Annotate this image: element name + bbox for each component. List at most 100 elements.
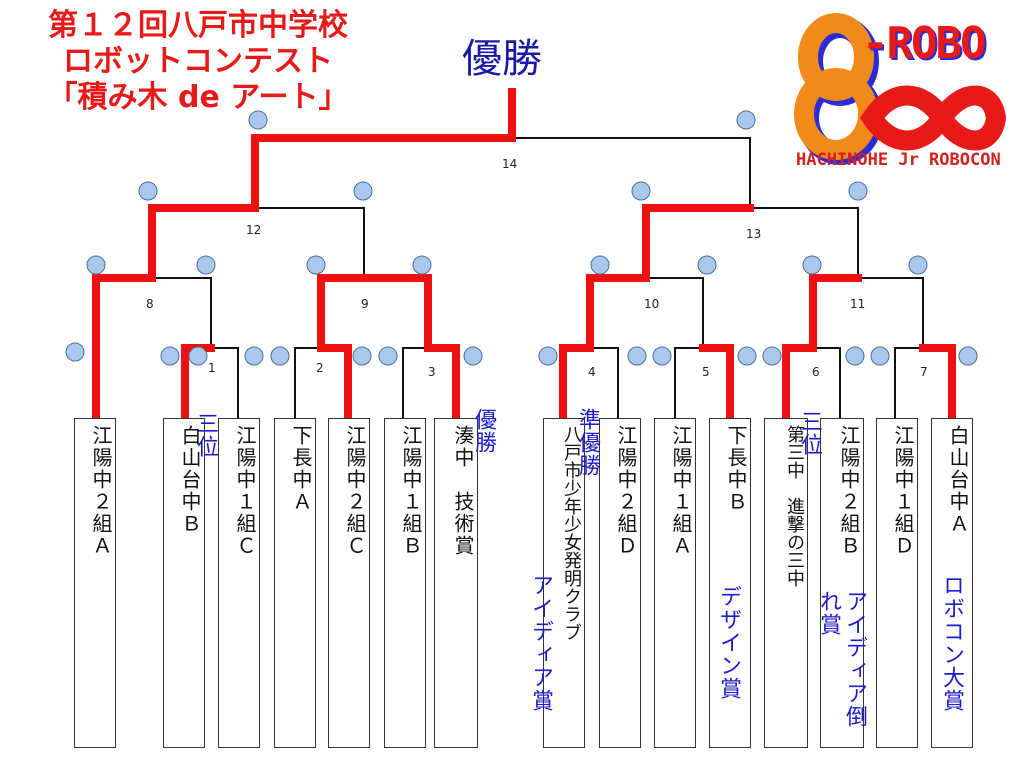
team-box: 八戸市少年少女発明クラブ — [543, 418, 585, 748]
team-box: 江陽中２組Ａ — [74, 418, 116, 748]
match-number: 8 — [146, 297, 154, 311]
award-idea: アイディア賞 — [528, 574, 553, 712]
team-box: 江陽中１組Ｂ — [384, 418, 426, 748]
winner-path-m13 — [642, 204, 754, 282]
slot-circle — [463, 346, 483, 366]
slot-circle — [412, 255, 432, 275]
winner-path-m9a — [317, 274, 368, 352]
slot-circle — [802, 255, 822, 275]
slot-circle — [870, 346, 890, 366]
winner-path-m4 — [559, 344, 594, 424]
team-box: 江陽中２組Ｃ — [328, 418, 370, 748]
match-number: 10 — [644, 297, 659, 311]
winner-path-m6 — [782, 344, 817, 424]
bracket-line-m7 — [894, 347, 953, 420]
bracket-line-m3 — [402, 347, 457, 420]
match-number: 2 — [316, 361, 324, 375]
slot-circle — [306, 255, 326, 275]
slot-circle — [958, 346, 978, 366]
match-number: 13 — [746, 227, 761, 241]
match-number: 5 — [702, 365, 710, 379]
team-name: 江陽中２組Ｂ — [837, 425, 861, 557]
winner-path-m12 — [148, 204, 259, 282]
team-box: 江陽中１組Ａ — [654, 418, 696, 748]
slot-circle — [652, 346, 672, 366]
match-number: 11 — [850, 297, 865, 311]
team-name: 江陽中２組Ｄ — [614, 425, 638, 557]
slot-circle — [538, 346, 558, 366]
winner-path-m8 — [92, 274, 156, 424]
team-box: 第三中 進撃の三中 — [764, 418, 808, 748]
slot-circle — [160, 346, 180, 366]
slot-circle — [378, 346, 398, 366]
match-number: 4 — [588, 365, 596, 379]
slot-circle — [590, 255, 610, 275]
champion-heading: 優勝 — [462, 36, 542, 82]
winner-path-m11 — [809, 274, 862, 352]
slot-circle — [244, 346, 264, 366]
slot-circle — [736, 110, 756, 130]
slot-circle — [631, 181, 651, 201]
slot-circle — [352, 346, 372, 366]
winner-path-m5 — [699, 344, 734, 424]
slot-circle — [65, 342, 85, 362]
bracket-line-m10 — [589, 277, 704, 348]
match-number: 12 — [246, 223, 261, 237]
team-name: 江陽中１組Ｂ — [399, 425, 423, 557]
slot-circle — [196, 255, 216, 275]
bracket-line-m14 — [254, 137, 751, 208]
winner-path-m14 — [251, 88, 516, 212]
bracket-line-m5 — [674, 347, 731, 420]
slot-circle — [627, 346, 647, 366]
slot-circle — [353, 181, 373, 201]
award-idea-fallen: アイディア倒れ賞 — [816, 590, 867, 728]
team-name: 江陽中１組Ａ — [669, 425, 693, 557]
slot-circle — [270, 346, 290, 366]
logo-infinity-icon — [859, 85, 1007, 151]
team-name: 江陽中２組Ｃ — [343, 425, 367, 557]
logo-graphic — [794, 13, 1007, 165]
bracket-line-m11 — [812, 277, 924, 348]
team-box: 江陽中１組Ｃ — [218, 418, 260, 748]
winner-path-m10 — [586, 274, 650, 352]
event-title-line-2: ロボットコンテスト — [63, 44, 333, 79]
winner-path-m7 — [919, 344, 956, 424]
bracket-line-m12 — [151, 207, 365, 278]
logo-robo-text: -ROBO — [862, 18, 986, 69]
team-name: 白山台中Ｂ — [178, 425, 202, 535]
event-title: 第１２回八戸市中学校 ロボットコンテスト 「積み木 de アート」 — [8, 8, 388, 116]
event-title-line-3: 「積み木 de アート」 — [47, 80, 349, 115]
team-name: 江陽中１組Ｄ — [891, 425, 915, 557]
team-name: 湊中 技術賞 — [451, 425, 475, 557]
bracket-line-m2 — [294, 347, 349, 420]
award-third-place: 三位 — [797, 410, 822, 456]
logo-subtitle: HACHINOHE Jr ROBOCON — [796, 150, 1001, 170]
award-champion: 優勝 — [471, 408, 496, 454]
team-name: 下長中Ｂ — [724, 425, 748, 513]
robocon-logo — [782, 6, 1018, 188]
winner-path-m2 — [317, 344, 352, 424]
team-box: 湊中 技術賞 — [434, 418, 478, 748]
team-box: 下長中Ｂ — [709, 418, 751, 748]
team-name: 白山台中Ａ — [946, 425, 970, 535]
team-name: 第三中 進撃の三中 — [784, 425, 805, 587]
team-box: 白山台中Ａ — [931, 418, 973, 748]
slot-circle — [248, 110, 268, 130]
team-box: 白山台中Ｂ — [163, 418, 205, 748]
slot-circle — [845, 346, 865, 366]
match-number: 14 — [502, 157, 517, 171]
team-name: 下長中Ａ — [289, 425, 313, 513]
team-box: 江陽中２組Ｂ — [820, 418, 864, 748]
match-number: 3 — [428, 365, 436, 379]
match-number: 9 — [361, 297, 369, 311]
match-number: 1 — [208, 361, 216, 375]
team-name: 八戸市少年少女発明クラブ — [561, 425, 582, 641]
slot-circle — [86, 255, 106, 275]
team-box: 江陽中２組Ｄ — [599, 418, 641, 748]
slot-circle — [737, 346, 757, 366]
team-name: 江陽中１組Ｃ — [233, 425, 257, 557]
award-third-place: 三位 — [193, 412, 218, 458]
team-box: 江陽中１組Ｄ — [876, 418, 918, 748]
bracket-line-m13 — [645, 207, 859, 278]
